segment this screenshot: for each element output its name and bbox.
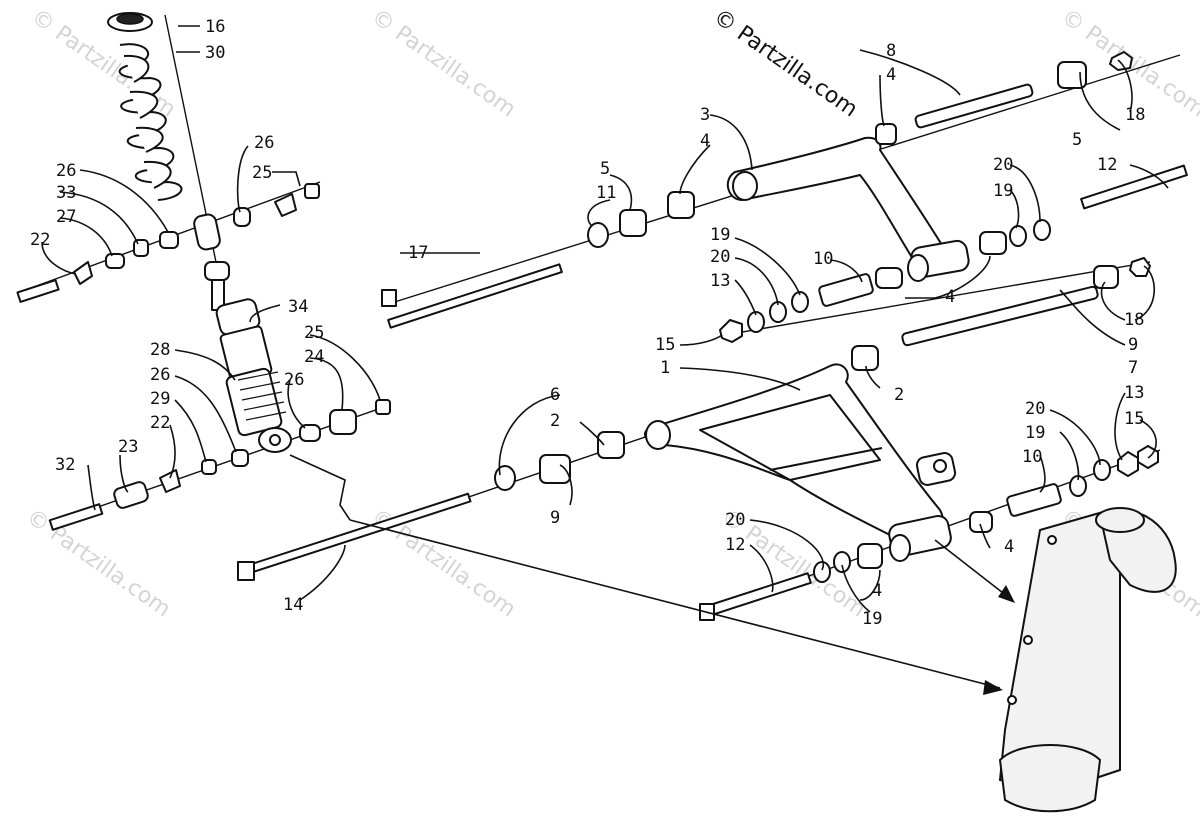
callout-13: 13	[1124, 383, 1144, 403]
callout-18: 18	[1124, 310, 1144, 330]
callout-9: 9	[550, 508, 560, 528]
callout-2: 2	[550, 411, 560, 431]
callout-20: 20	[710, 247, 730, 267]
arrow-head	[998, 585, 1015, 603]
callout-5: 5	[1072, 130, 1082, 150]
callout-4: 4	[700, 131, 710, 151]
callout-2: 2	[894, 385, 904, 405]
callout-20: 20	[1025, 399, 1045, 419]
callout-9: 9	[1128, 335, 1138, 355]
watermark: © Partzilla.com	[22, 504, 175, 622]
callout-14: 14	[283, 595, 303, 615]
upper-a-arm	[381, 51, 1188, 343]
callout-28: 28	[150, 340, 170, 360]
callout-20: 20	[725, 510, 745, 530]
callout-15: 15	[1124, 409, 1144, 429]
callout-25: 25	[304, 323, 324, 343]
callout-26: 26	[56, 161, 76, 181]
lower-a-arm	[237, 257, 1159, 621]
callout-1: 1	[660, 358, 670, 378]
callout-10: 10	[813, 249, 833, 269]
callout-19: 19	[862, 609, 882, 629]
callout-22: 22	[150, 413, 170, 433]
callout-11: 11	[596, 183, 616, 203]
callout-3: 3	[700, 105, 710, 125]
callout-24: 24	[304, 347, 324, 367]
callout-8: 8	[886, 41, 896, 61]
callout-4: 4	[945, 287, 955, 307]
watermark: © Partzilla.com	[367, 4, 520, 122]
callout-32: 32	[55, 455, 75, 475]
callout-4: 4	[872, 581, 882, 601]
spindle	[999, 507, 1177, 813]
callout-17: 18	[1125, 105, 1145, 125]
callout-27: 27	[56, 207, 76, 227]
callout-29: 29	[150, 389, 170, 409]
assembly-arrows	[289, 454, 1015, 695]
callout-21: 22	[30, 230, 50, 250]
callout-15: 15	[655, 335, 675, 355]
callout-16: 17	[408, 243, 428, 263]
callout-7: 7	[1128, 358, 1138, 378]
callout-19: 19	[1025, 423, 1045, 443]
callout-10: 10	[1022, 447, 1042, 467]
callout-12: 12	[1097, 155, 1117, 175]
callout-20: 20	[993, 155, 1013, 175]
callout-30: 30	[205, 43, 225, 63]
callout-26: 26	[284, 370, 304, 390]
callout-13: 13	[710, 271, 730, 291]
shock-absorber-assembly	[16, 12, 391, 531]
callout-19: 19	[993, 181, 1013, 201]
callout-5: 5	[600, 159, 610, 179]
callout-leaders	[41, 25, 1169, 613]
callout-6: 6	[550, 385, 560, 405]
callout-12: 12	[725, 535, 745, 555]
callout-23: 23	[118, 437, 138, 457]
callout-4: 4	[1004, 537, 1014, 557]
callout-34: 34	[288, 297, 308, 317]
callout-labels: 16 30 26 33 27 22 26 25 34 25 24 26 28 2…	[30, 17, 1145, 629]
callout-4: 4	[886, 65, 896, 85]
spring	[118, 43, 183, 201]
callout-26: 26	[150, 365, 170, 385]
callout-31: 16	[205, 17, 225, 37]
callout-25: 25	[252, 163, 272, 183]
callout-26: 26	[254, 133, 274, 153]
callout-19: 19	[710, 225, 730, 245]
shock-body	[225, 367, 287, 437]
callout-33: 33	[56, 183, 76, 203]
arrow-head	[983, 680, 1003, 695]
copyright-text: © Partzilla.com	[709, 4, 862, 122]
